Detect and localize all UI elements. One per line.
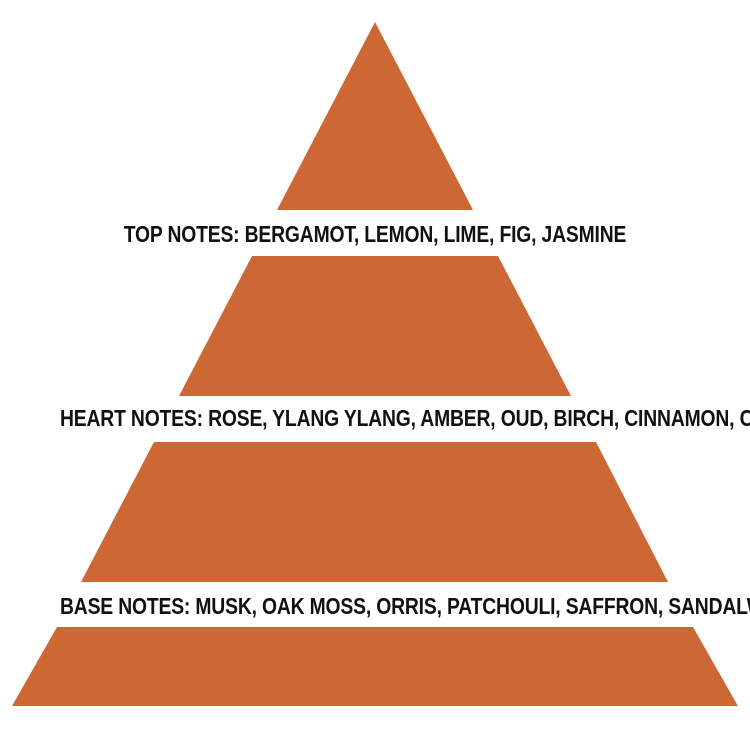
pyramid-tier-heart [179, 256, 571, 396]
pyramid-tier-lower-middle [81, 442, 668, 582]
pyramid-tier-top [277, 22, 473, 210]
base-notes-label: BASE NOTES: MUSK, OAK MOSS, ORRIS, PATCH… [60, 593, 750, 619]
top-notes-label: TOP NOTES: BERGAMOT, LEMON, LIME, FIG, J… [123, 221, 627, 247]
heart-notes-label: HEART NOTES: ROSE, YLANG YLANG, AMBER, O… [60, 405, 750, 431]
pyramid-tier-base [12, 627, 738, 706]
